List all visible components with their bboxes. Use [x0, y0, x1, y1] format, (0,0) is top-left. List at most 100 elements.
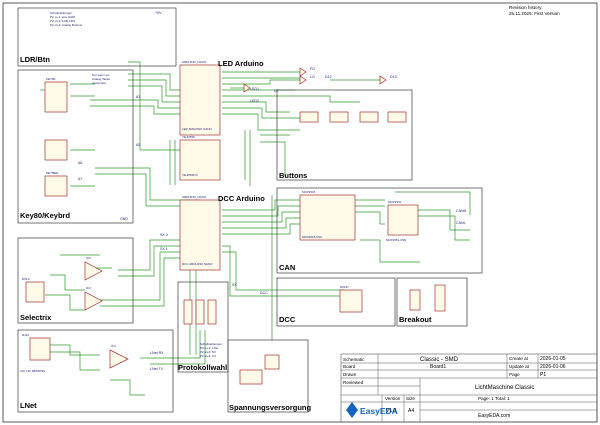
net-lnet-rx: LNet RX [150, 351, 164, 355]
proto-jumper-1 [183, 299, 193, 325]
keybrd-ref: KEYBRD [46, 171, 59, 175]
note-schalt-1: Schaltstellungen: [50, 11, 73, 15]
note-analog-1: Nur wenn ein [92, 73, 110, 77]
led-arduino-sub: LED ARDUINO NANO [182, 127, 213, 131]
din-ref: DIN-6 [22, 277, 30, 281]
rj12-sub: CUI 110 1BA5PNS [20, 369, 45, 373]
tb-schematic-value: Classic - SMD [420, 357, 459, 363]
selectrix-ic3 [84, 291, 103, 311]
note-proto-1: Schaltstellungen: [200, 342, 223, 346]
tb-size-value: A4 [408, 408, 414, 414]
net-led1: LED1 [250, 87, 259, 91]
power-diode [264, 354, 280, 370]
block-buttons-label: Buttons [279, 171, 307, 180]
block-keyboard [17, 69, 134, 224]
note-analog-3: verwendet [92, 81, 106, 85]
net-d12: D12 [325, 75, 332, 79]
net-canl: CANL [456, 221, 466, 225]
lnet-rj12-connector [29, 337, 51, 361]
net-sx: SX [232, 283, 237, 287]
proto-jumper-2 [195, 299, 205, 325]
button-switch-2 [329, 111, 349, 123]
led-output-4 [243, 83, 251, 93]
tb-board-value: Board1 [430, 364, 446, 370]
tb-board-label: Board [343, 364, 356, 369]
note-proto-4: Pin 2+4: CX [200, 354, 216, 358]
block-protokollwahl [177, 281, 229, 373]
tb-update-value: 2026-01-06 [540, 364, 566, 370]
note-proto-2: Pin 1+1: LNet [200, 346, 218, 350]
selectrix-ic2 [84, 261, 103, 281]
breakout-header-1 [409, 289, 421, 311]
block-spannungsversorgung [227, 339, 309, 413]
lnet-ic4 [109, 349, 129, 369]
block-lnet [17, 329, 174, 413]
hc595-chip [179, 139, 221, 181]
tb-schematic-label: Schematic [343, 357, 365, 362]
ic2-ref: IC2 [86, 256, 91, 260]
tb-version-label: Version [385, 396, 401, 401]
hc595-ref: 74HC595 [182, 135, 195, 139]
dcc-arduino-sub: DCC ARDUINO NANO [182, 262, 213, 266]
led-arduino-chip [179, 64, 221, 136]
dcc-arduino-ref: ARDUINO_NANO [182, 195, 207, 199]
mcp2551-ref: MCP2551 [388, 200, 402, 204]
tb-drawn-label: Drawn [343, 372, 357, 377]
block-buttons [276, 89, 413, 181]
ic3-ref: IC3 [86, 286, 91, 290]
block-spannung-label: Spannungsversorgung [229, 403, 312, 412]
block-protokollwahl-label: Protokollwahl [178, 363, 227, 372]
net-led2: LED2 [250, 99, 259, 103]
button-switch-1 [299, 111, 319, 123]
net-a7: A7 [78, 177, 82, 181]
block-dcc [276, 277, 396, 327]
net-sx0: SX 0 [160, 233, 168, 237]
tb-project: LichtMaschine Classic [475, 385, 534, 391]
title-block [340, 353, 598, 423]
opto-6n137-chip [339, 289, 363, 313]
revision-title: Revision history: [509, 5, 543, 10]
led-output-3 [379, 75, 387, 85]
selectrix-din-connector [25, 281, 45, 303]
led-output-1 [299, 67, 307, 77]
net-a3: A3 [136, 95, 140, 99]
net-fo: FO [310, 67, 315, 71]
tb-create-label: Create at [509, 356, 529, 361]
rj12-ref: RJ12 [22, 333, 29, 337]
net-sx1: SX 1 [160, 247, 168, 251]
net-dcc: DCC [260, 291, 268, 295]
tb-update-label: Update at [509, 364, 530, 369]
hc595-sub: 74HC595 D [182, 173, 199, 177]
power-regulator [239, 369, 263, 385]
keybrd-header-b [44, 175, 68, 197]
dcc-arduino-title: DCC Arduino [218, 194, 265, 203]
mcp2551-sub: MCP2551-I/SN [386, 238, 406, 242]
block-lnet-label: LNet [20, 401, 37, 410]
button-switch-3 [359, 111, 379, 123]
easyeda-logo: EasyEDA [346, 402, 398, 418]
led-output-2 [299, 75, 307, 85]
key80-ref: KEY80 [46, 77, 56, 81]
net-lnet-tx: LNet TX [150, 367, 164, 371]
net-lo: LO [310, 75, 315, 79]
block-selectrix [17, 237, 134, 324]
note-schalt-4: Pin 2+4: Analog Buttons [50, 23, 83, 27]
block-can [276, 187, 483, 274]
revision-entry: 25.11.2025: First Version [509, 11, 560, 16]
block-can-label: CAN [279, 263, 295, 272]
block-ldr-btn [17, 7, 177, 67]
mcp2515-chip [299, 194, 356, 241]
led-arduino-title: LED Arduino [218, 59, 264, 68]
easyeda-logo-text: EasyEDA [360, 406, 398, 416]
net-a6: A6 [78, 161, 82, 165]
key80-header [44, 81, 68, 113]
mcp2515-ref: MCP2515 [302, 190, 316, 194]
proto-jumper-3 [207, 299, 217, 325]
block-breakout [396, 277, 468, 327]
tb-site: EasyEDA.com [478, 413, 510, 419]
note-schalt-3: Pin 2+3: LDR CDS [50, 19, 75, 23]
keybrd-header-a [44, 139, 68, 161]
net-d7: D7 [274, 89, 279, 93]
tb-page-label: Page [509, 372, 520, 377]
